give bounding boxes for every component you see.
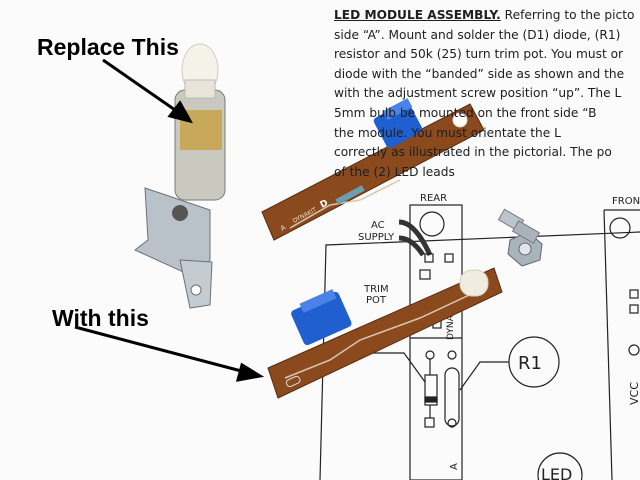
screw-nut-icon bbox=[497, 208, 541, 244]
label-r1: R1 bbox=[518, 353, 542, 374]
label-trim: TRIM bbox=[363, 284, 389, 295]
instruction-heading: LED MODULE ASSEMBLY. bbox=[334, 8, 501, 22]
label-supply: SUPPLY bbox=[358, 232, 395, 243]
instruction-line: the module. You must orientate the L bbox=[334, 125, 561, 140]
label-side-a: A bbox=[449, 463, 460, 470]
trim-pot-bottom-icon bbox=[291, 289, 352, 346]
wiring-diagram: REAR FRONT AC SUPPLY TRIM POT DYNAKIT R1… bbox=[319, 193, 640, 480]
instruction-line: with the adjustment screw position “up”.… bbox=[334, 86, 622, 101]
incandescent-bulb-icon bbox=[134, 43, 226, 309]
rear-board-outline bbox=[409, 204, 463, 480]
arrow-icon bbox=[102, 58, 193, 124]
label-led: LED bbox=[541, 465, 572, 480]
pcb-side: A bbox=[279, 223, 287, 232]
pcb-mark: D bbox=[319, 198, 330, 210]
led-bulb-white-icon bbox=[459, 269, 489, 297]
callout-with-this: With this bbox=[52, 305, 149, 331]
instruction-line: of the (2) LED leads bbox=[334, 164, 455, 179]
led-module-pcb-top: DYNAKIT D A bbox=[261, 98, 485, 241]
instruction-line: 5mm bulb be mounted on the front side “B bbox=[334, 105, 597, 120]
instruction-text: LED MODULE ASSEMBLY. Referring to the pi… bbox=[334, 6, 640, 182]
label-dynakit: DYNAKIT bbox=[446, 301, 456, 340]
label-ac: AC bbox=[371, 220, 385, 231]
arrow-icon bbox=[74, 325, 265, 382]
front-board-outline bbox=[603, 209, 640, 480]
label-pot: POT bbox=[366, 295, 387, 306]
instruction-line: side “A”. Mount and solder the (D1) diod… bbox=[334, 27, 621, 42]
instruction-line: diode with the “banded” side as shown an… bbox=[334, 66, 625, 81]
diagram-border bbox=[319, 231, 640, 480]
instruction-line: resistor and 50k (25) turn trim pot. You… bbox=[334, 47, 624, 62]
label-rear: REAR bbox=[420, 193, 447, 204]
led-module-pcb-bottom bbox=[267, 267, 503, 399]
instruction-line: correctly as illustrated in the pictoria… bbox=[334, 145, 612, 160]
label-front: FRONT bbox=[612, 196, 640, 207]
trim-pot-top-icon bbox=[373, 98, 423, 148]
label-vcc: VCC bbox=[628, 382, 640, 405]
callout-replace-this: Replace This bbox=[37, 34, 179, 60]
